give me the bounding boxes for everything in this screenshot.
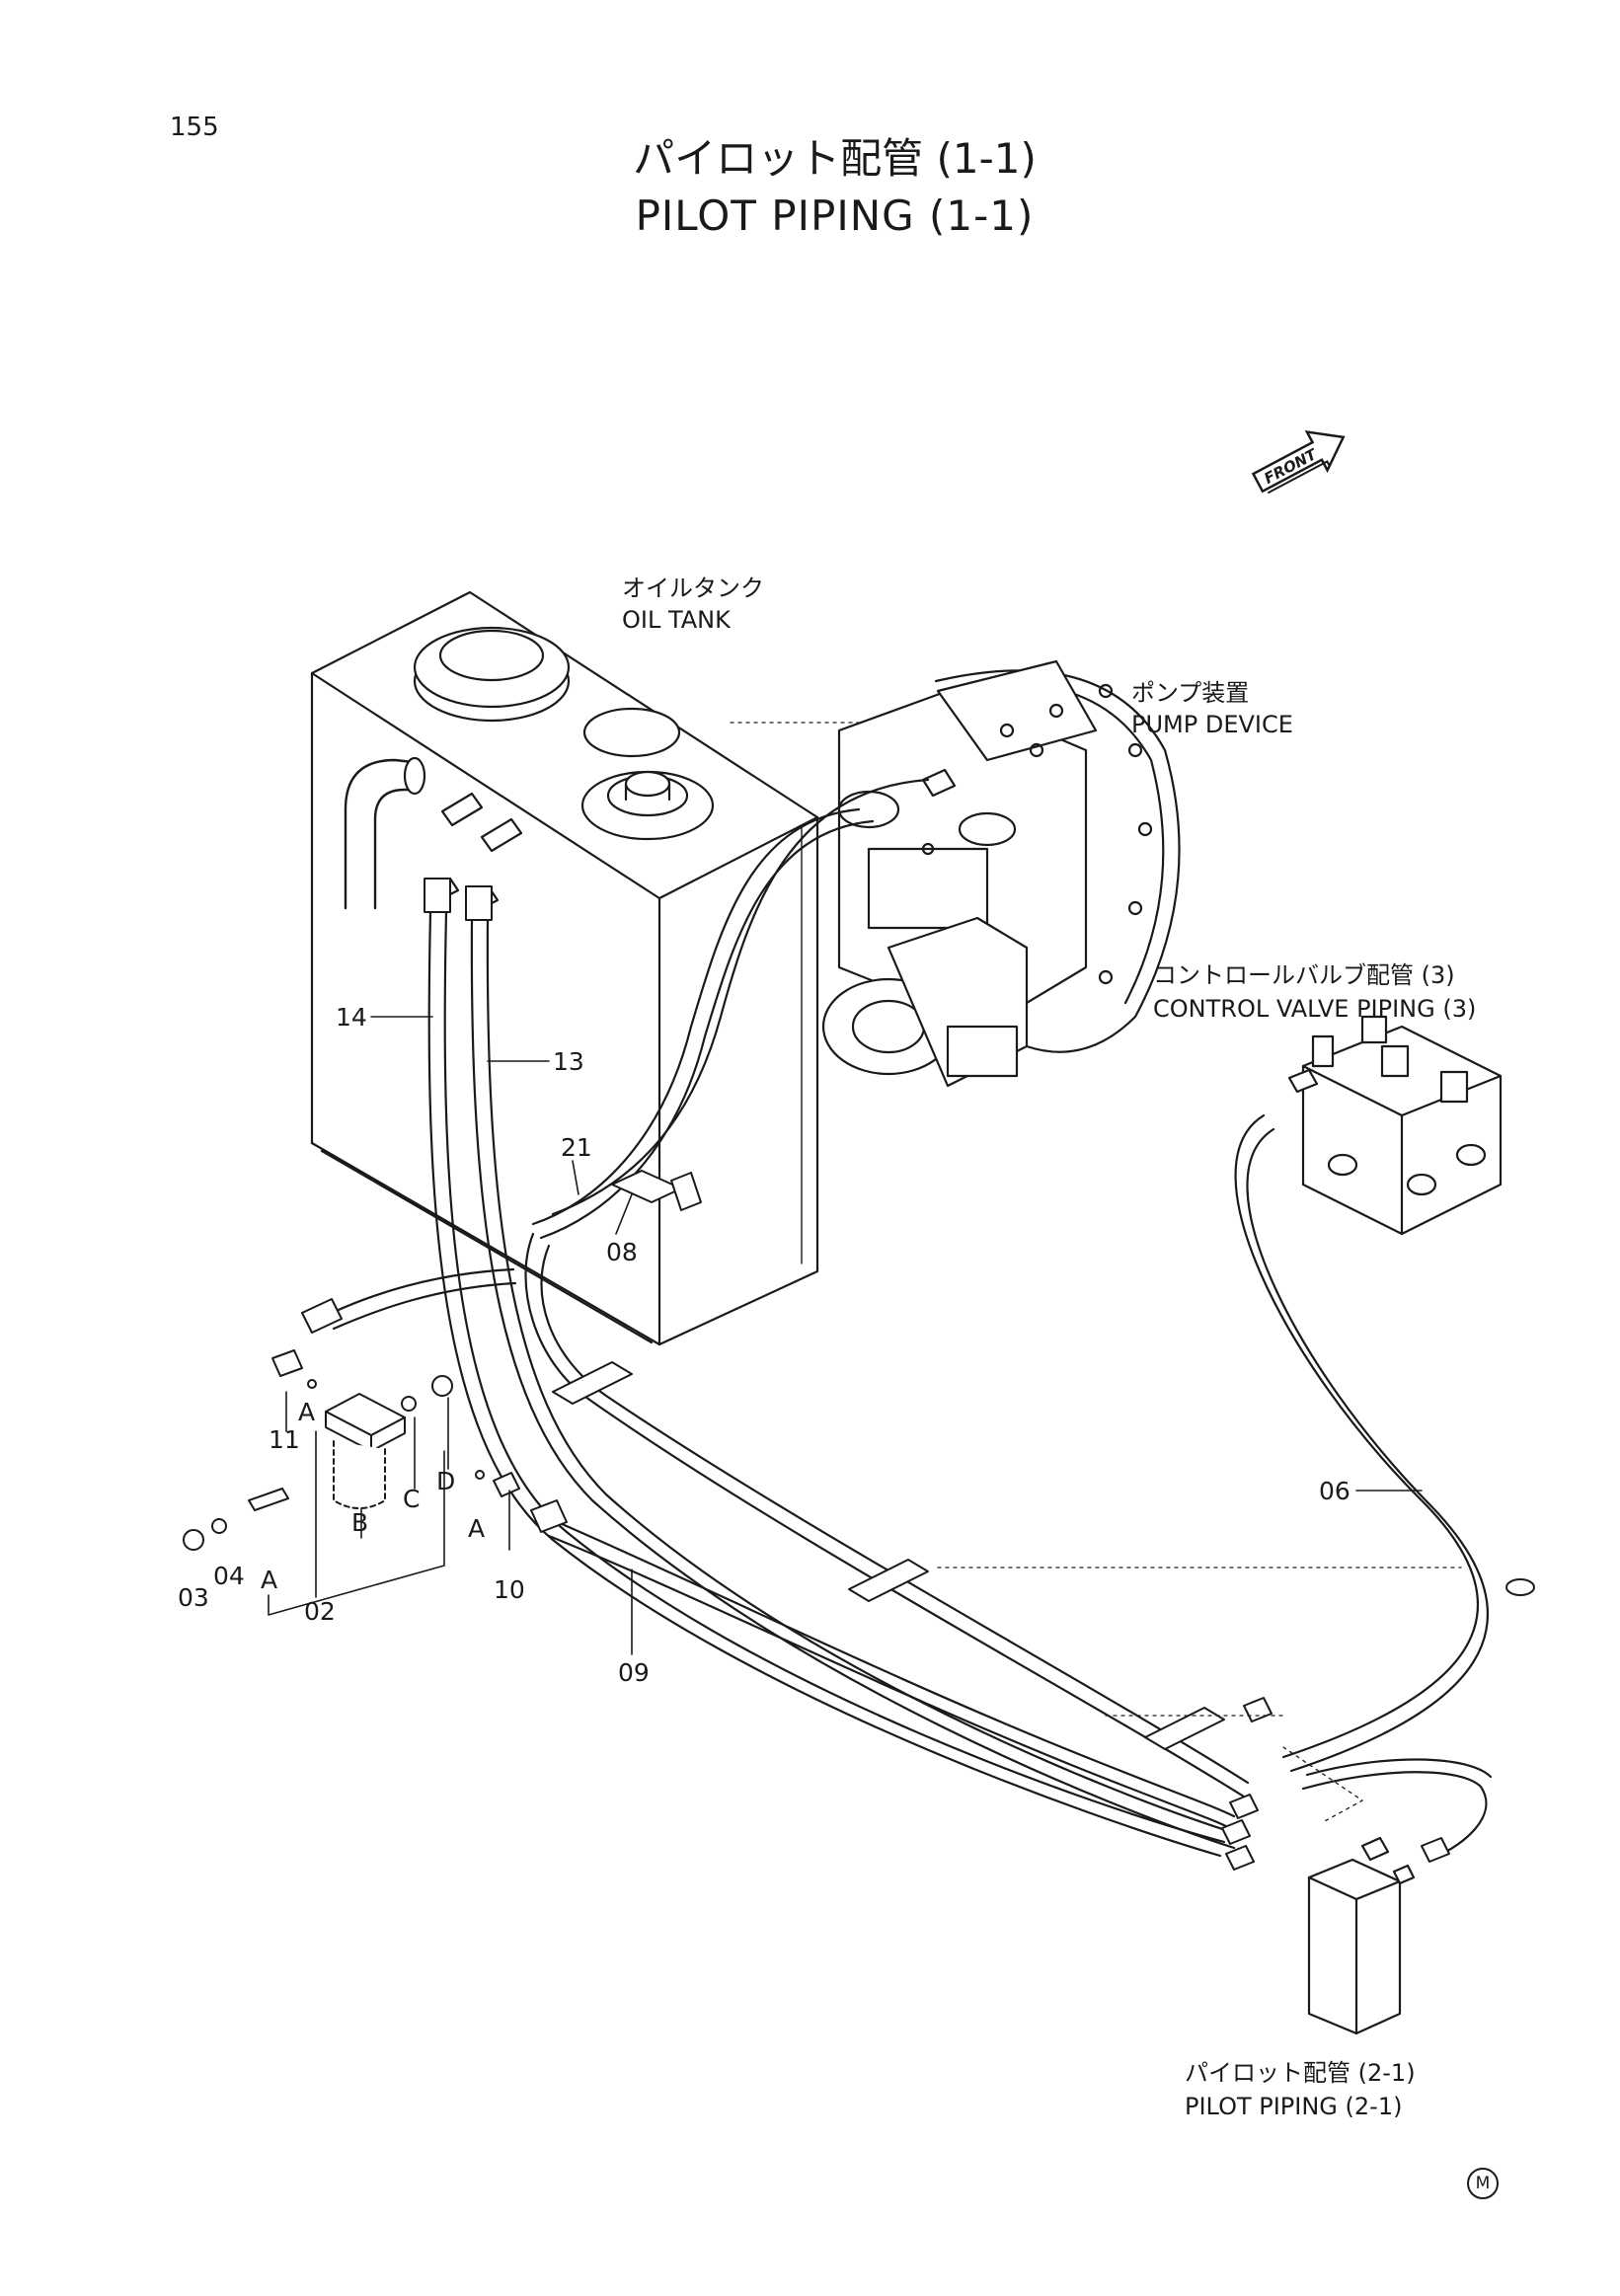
pilot-piping-next-label-jp: パイロット配管 (2-1) xyxy=(1185,2059,1416,2087)
title-japanese: パイロット配管 (1-1) xyxy=(633,134,1037,183)
pilot-block-drawing xyxy=(1307,1836,1416,2035)
ref-letter-a-top: A xyxy=(298,1398,316,1426)
filter-assembly-drawing xyxy=(183,1349,520,1551)
ref-letter-c: C xyxy=(403,1485,421,1513)
footer-mark: M xyxy=(1467,2168,1499,2199)
hose-clamps xyxy=(552,1170,1535,1750)
callout-11: 11 xyxy=(269,1425,300,1454)
ref-letter-a-left: A xyxy=(261,1566,278,1594)
callout-08: 08 xyxy=(606,1238,638,1266)
callout-leaders xyxy=(268,1016,1423,1655)
ref-letter-b: B xyxy=(351,1508,369,1537)
pump-device-label-en: PUMP DEVICE xyxy=(1131,711,1293,738)
hose-fittings xyxy=(301,878,1450,1871)
callout-13: 13 xyxy=(553,1047,584,1076)
oil-tank-drawing xyxy=(310,590,819,1346)
pump-device-label-jp: ポンプ装置 xyxy=(1131,679,1250,707)
oil-tank-label-en: OIL TANK xyxy=(622,606,731,634)
title-english: PILOT PIPING (1-1) xyxy=(635,191,1035,240)
pump-device-drawing xyxy=(821,659,1181,1088)
callout-14: 14 xyxy=(336,1003,367,1032)
callout-21: 21 xyxy=(561,1133,592,1162)
page-number: 155 xyxy=(170,113,219,142)
reference-dotted-lines xyxy=(730,722,1462,1823)
callout-02: 02 xyxy=(304,1597,336,1626)
ref-letter-d: D xyxy=(436,1467,456,1495)
callout-04: 04 xyxy=(213,1562,245,1590)
control-valve-label-en: CONTROL VALVE PIPING (3) xyxy=(1153,995,1477,1023)
oil-tank-label-jp: オイルタンク xyxy=(622,574,764,602)
front-arrow-icon: FRONT xyxy=(1251,429,1346,495)
callout-09: 09 xyxy=(618,1658,650,1687)
callout-10: 10 xyxy=(494,1575,525,1604)
pilot-piping-next-label-en: PILOT PIPING (2-1) xyxy=(1185,2093,1403,2120)
callout-06: 06 xyxy=(1319,1477,1350,1505)
control-valve-label-jp: コントロールバルブ配管 (3) xyxy=(1153,961,1455,989)
control-valve-drawing xyxy=(1287,1015,1503,1236)
hose-lines xyxy=(330,778,1493,1858)
callout-03: 03 xyxy=(178,1583,209,1612)
ref-letter-a-right: A xyxy=(468,1514,486,1543)
